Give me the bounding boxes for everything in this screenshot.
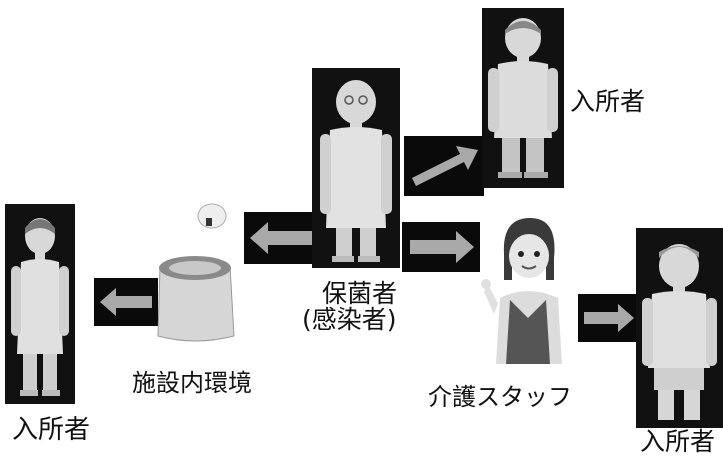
arrow-carrier-to-care-staff [402,222,480,272]
care-staff-figure [480,214,576,370]
resident-top-label: 入所者 [570,87,646,116]
transmission-arrow-icon [94,278,158,326]
arrow-care-staff-to-resident-bottom-right [578,294,640,342]
carrier-figure [312,68,400,268]
care-staff-woman-icon [481,218,562,364]
resident-bottom-right-figure [636,228,723,428]
resident-left-figure [5,204,75,404]
portable-toilet-icon [157,203,235,342]
transmission-arrow-icon [404,136,484,196]
transmission-arrow-icon [244,212,318,264]
environment-toilet [150,196,240,346]
resident-bottom-right-label: 入所者 [640,427,716,456]
carrier-label-line2: (感染者) [302,305,397,334]
care-staff-label: 介護スタッフ [428,383,572,411]
carrier-elderly-man-icon [312,68,400,268]
arrow-carrier-to-environment [244,212,318,264]
arrow-carrier-to-resident-top [404,136,484,196]
environment-label: 施設内環境 [132,369,252,397]
resident-boy-icon [636,228,723,428]
resident-left-label: 入所者 [12,415,91,445]
transmission-arrow-icon [402,222,480,272]
transmission-arrow-icon [578,294,640,342]
resident-top-figure [482,8,564,188]
arrow-environment-to-resident-left [94,278,158,326]
carrier-label-line1: 保菌者 [322,279,398,308]
resident-man-icon [482,8,564,188]
resident-woman-icon [5,204,75,404]
